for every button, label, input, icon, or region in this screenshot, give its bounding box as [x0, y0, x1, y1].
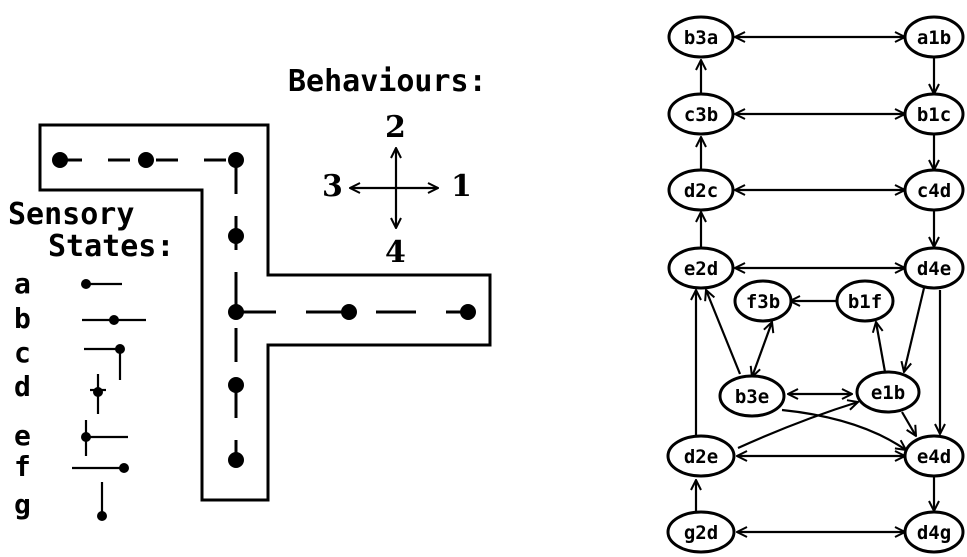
- behaviour-left-label: 3: [322, 169, 343, 204]
- state-glyph-a: [81, 279, 122, 289]
- node-label-b3e: b3e: [735, 386, 769, 408]
- maze: [38, 123, 492, 502]
- node-label-b3a: b3a: [684, 27, 718, 49]
- maze-node: [341, 304, 357, 320]
- node-c3b: c3b: [667, 92, 735, 136]
- maze-node: [228, 304, 244, 320]
- node-label-b1c: b1c: [917, 104, 951, 126]
- edge-d2e-e1b: [737, 402, 858, 450]
- node-label-e4d: e4d: [917, 446, 951, 468]
- node-b3e: b3e: [718, 374, 786, 418]
- edge-e1b-e4d: [901, 411, 916, 436]
- node-g2d: g2d: [666, 510, 736, 554]
- state-label-e: e: [14, 419, 31, 452]
- node-e1b: e1b: [855, 370, 921, 414]
- transition-graph: b3a a1b c3b b1c d2c c4d e2d d4e: [666, 15, 965, 554]
- maze-node: [138, 152, 154, 168]
- behaviours-title: Behaviours:: [288, 64, 487, 99]
- state-glyph-f: [72, 463, 129, 473]
- state-label-a: a: [14, 267, 31, 300]
- node-d4e: d4e: [903, 246, 965, 290]
- node-b1c: b1c: [903, 92, 965, 136]
- node-e4d: e4d: [903, 434, 965, 478]
- maze-node: [52, 152, 68, 168]
- node-label-e2d: e2d: [684, 258, 718, 280]
- state-glyph-d: [90, 374, 106, 414]
- node-c4d: c4d: [903, 168, 965, 212]
- node-e2d: e2d: [667, 246, 735, 290]
- edge-d4e-e1b: [904, 287, 926, 372]
- node-f3b: f3b: [733, 279, 793, 323]
- maze-outline: [38, 123, 492, 502]
- behaviour-right-label: 1: [451, 169, 472, 204]
- state-glyph-e: [81, 420, 128, 456]
- node-label-b1f: b1f: [848, 291, 882, 313]
- sensory-title-2: States:: [48, 229, 174, 264]
- state-label-d: d: [14, 370, 31, 403]
- state-label-g: g: [14, 488, 31, 521]
- node-b3a: b3a: [667, 15, 735, 59]
- node-d4g: d4g: [903, 510, 965, 554]
- state-glyph-c: [84, 344, 125, 380]
- node-label-f3b: f3b: [746, 291, 780, 313]
- state-label-c: c: [14, 336, 31, 369]
- edge-b3e-e4d: [781, 408, 906, 450]
- state-glyph-b: [82, 315, 146, 325]
- state-label-f: f: [14, 450, 31, 483]
- node-label-c3b: c3b: [684, 104, 718, 126]
- node-label-d2c: d2c: [684, 180, 718, 202]
- maze-node: [228, 377, 244, 393]
- state-glyph-g: [97, 482, 107, 521]
- node-d2c: d2c: [667, 168, 735, 212]
- behaviour-up-label: 2: [385, 110, 406, 145]
- state-label-b: b: [14, 302, 31, 335]
- edge-b3e-e2d: [706, 290, 742, 375]
- node-label-d4e: d4e: [917, 258, 951, 280]
- maze-node: [228, 452, 244, 468]
- node-label-g2d: g2d: [684, 522, 718, 544]
- behaviour-down-label: 4: [385, 235, 406, 270]
- maze-node: [228, 152, 244, 168]
- sensory-states: Sensory States: a b c d e f g: [8, 197, 174, 521]
- node-label-c4d: c4d: [917, 180, 951, 202]
- node-label-d2e: d2e: [684, 446, 718, 468]
- sensory-title: Sensory: [8, 197, 134, 232]
- behaviours: Behaviours: 2 3 1 4: [288, 64, 487, 270]
- maze-node: [460, 304, 476, 320]
- node-a1b: a1b: [903, 15, 965, 59]
- node-label-d4g: d4g: [917, 522, 951, 544]
- maze-nodes: [52, 152, 476, 468]
- maze-node: [228, 228, 244, 244]
- node-b1f: b1f: [835, 279, 895, 323]
- node-label-a1b: a1b: [917, 27, 951, 49]
- edge-b3e-f3b: [752, 322, 772, 377]
- node-label-e1b: e1b: [871, 382, 905, 404]
- node-d2e: d2e: [666, 434, 736, 478]
- edge-e1b-b1f: [876, 322, 887, 373]
